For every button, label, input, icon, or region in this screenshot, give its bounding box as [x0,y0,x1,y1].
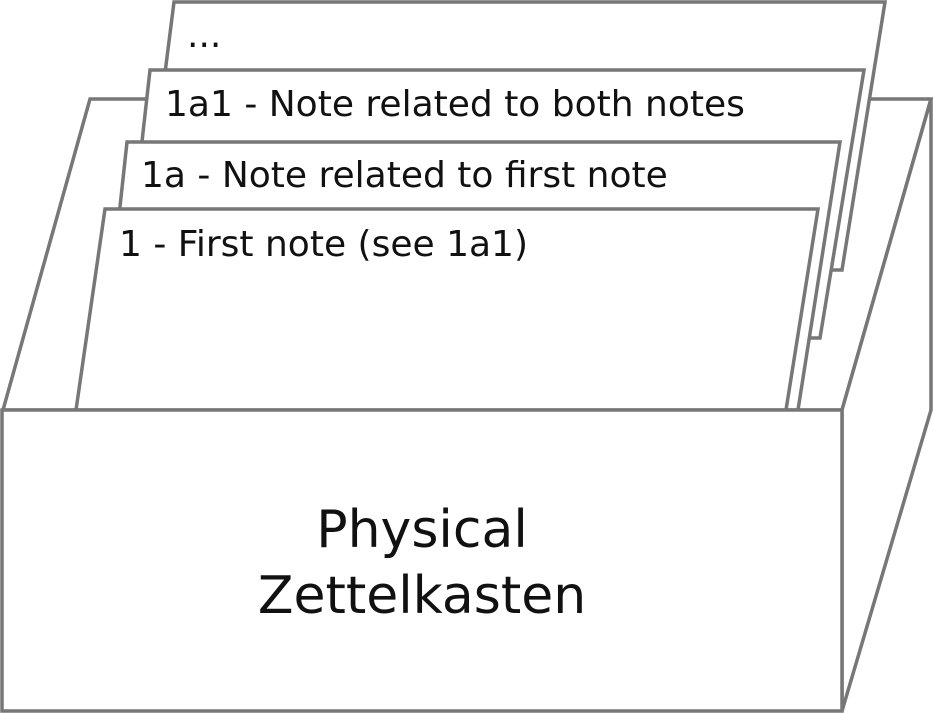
card-1a1-label: 1a1 - Note related to both notes [165,84,745,125]
card-ellipsis-label: ... [187,15,221,56]
box-front-panel [0,408,844,713]
card-1a-label: 1a - Note related to first note [141,155,668,196]
box-label-line1: Physical [316,500,528,560]
card-1-label: 1 - First note (see 1a1) [119,224,528,265]
box-label-line2: Zettelkasten [258,566,586,626]
